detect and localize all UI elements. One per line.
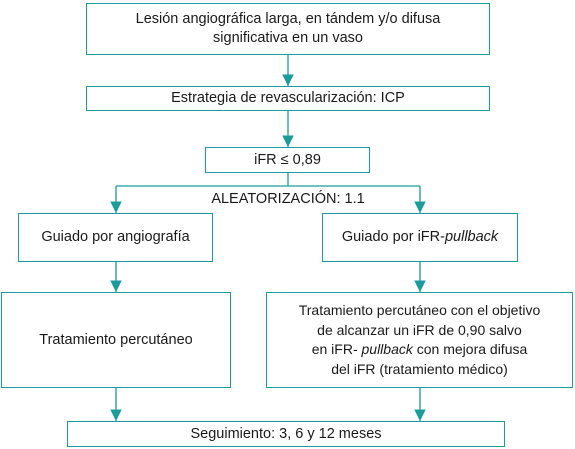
node-percutaneous: Tratamiento percutáneo (1, 292, 231, 388)
node-goal-line3-italic: pullback (361, 341, 413, 357)
node-percutaneous-goal: Tratamiento percutáneo con el objetivo d… (266, 292, 573, 388)
node-goal-line3-prefix: en iFR- (311, 341, 362, 357)
node-angio-guided: Guiado por angiografía (18, 213, 213, 262)
node-strategy: Estrategia de revascularización: ICP (86, 86, 490, 111)
node-followup-label: Seguimiento: 3, 6 y 12 meses (190, 425, 382, 442)
node-strategy-label: Estrategia de revascularización: ICP (171, 90, 405, 106)
node-ifr-guided-prefix: Guiado por iFR- (341, 229, 445, 245)
node-ifr-guided-italic: pullback (444, 229, 499, 245)
node-followup: Seguimiento: 3, 6 y 12 meses (67, 421, 505, 447)
node-ifr-guided: Guiado por iFR-pullback (322, 213, 518, 262)
node-lesion-line1: Lesión angiográfica larga, en tándem y/o… (135, 11, 441, 27)
node-goal-line3-suffix: con mejora difusa (412, 341, 528, 357)
node-goal-line4: del iFR (tratamiento médico) (331, 360, 508, 377)
randomization-label: ALEATORIZACIÓN: 1.1 (196, 189, 380, 209)
node-lesion: Lesión angiográfica larga, en tándem y/o… (86, 3, 490, 55)
node-goal-line3: en iFR- pullback con mejora difusa (312, 340, 528, 360)
randomization-text: ALEATORIZACIÓN: 1.1 (211, 191, 365, 207)
node-goal-line1: Tratamiento percutáneo con el objetivo (298, 302, 541, 318)
node-percutaneous-label: Tratamiento percutáneo (39, 331, 193, 348)
node-ifr-threshold: iFR ≤ 0,89 (205, 147, 370, 173)
node-lesion-line2: significativa en un vaso (213, 30, 363, 46)
node-ifr-guided-label: Guiado por iFR-pullback (342, 228, 498, 247)
node-goal-line2: de alcanzar un iFR de 0,90 salvo (317, 321, 522, 338)
node-angio-guided-label: Guiado por angiografía (41, 229, 190, 245)
node-ifr-threshold-label: iFR ≤ 0,89 (254, 151, 321, 168)
